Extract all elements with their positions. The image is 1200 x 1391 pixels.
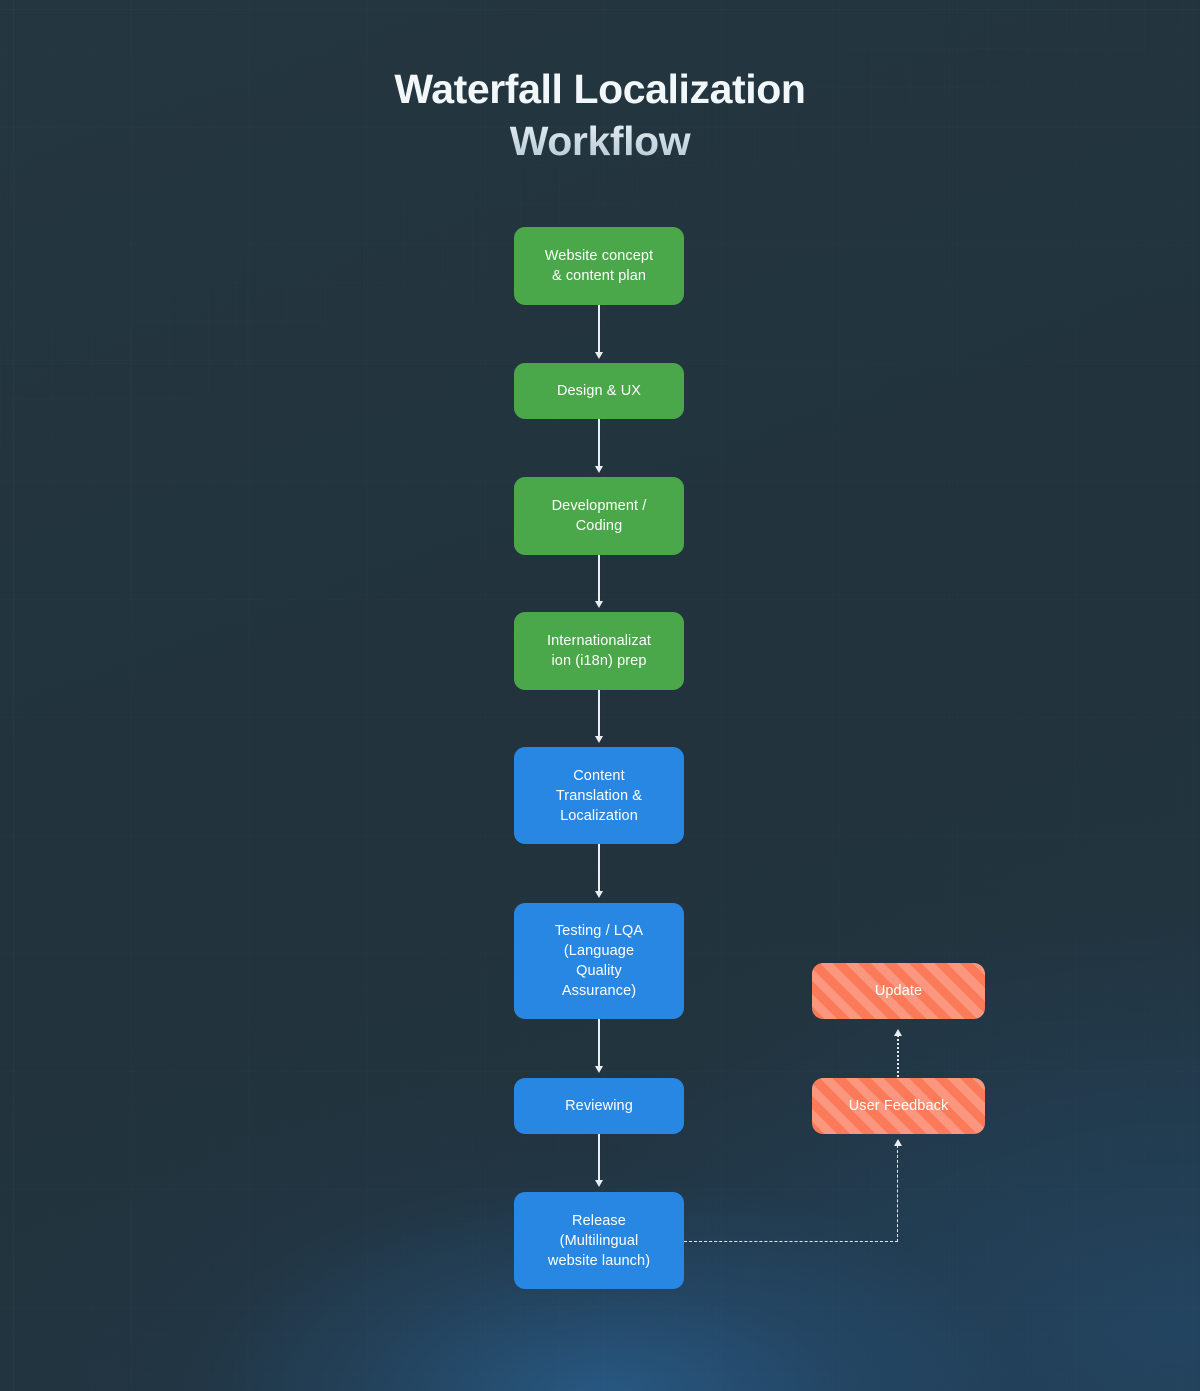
node-release[interactable]: Release (Multilingual website launch) (514, 1192, 684, 1289)
node-development-coding[interactable]: Development / Coding (514, 477, 684, 555)
node-reviewing[interactable]: Reviewing (514, 1078, 684, 1134)
node-website-concept[interactable]: Website concept & content plan (514, 227, 684, 305)
node-update[interactable]: Update (812, 963, 985, 1019)
node-content-translation[interactable]: Content Translation & Localization (514, 747, 684, 844)
node-testing-lqa[interactable]: Testing / LQA (Language Quality Assuranc… (514, 903, 684, 1019)
page-title: Waterfall Localization Workflow (0, 63, 1200, 167)
title-line-primary: Waterfall Localization (394, 66, 806, 112)
title-line-secondary: Workflow (0, 115, 1200, 167)
node-design-ux[interactable]: Design & UX (514, 363, 684, 419)
node-i18n-prep[interactable]: Internationalizat ion (i18n) prep (514, 612, 684, 690)
node-user-feedback[interactable]: User Feedback (812, 1078, 985, 1134)
